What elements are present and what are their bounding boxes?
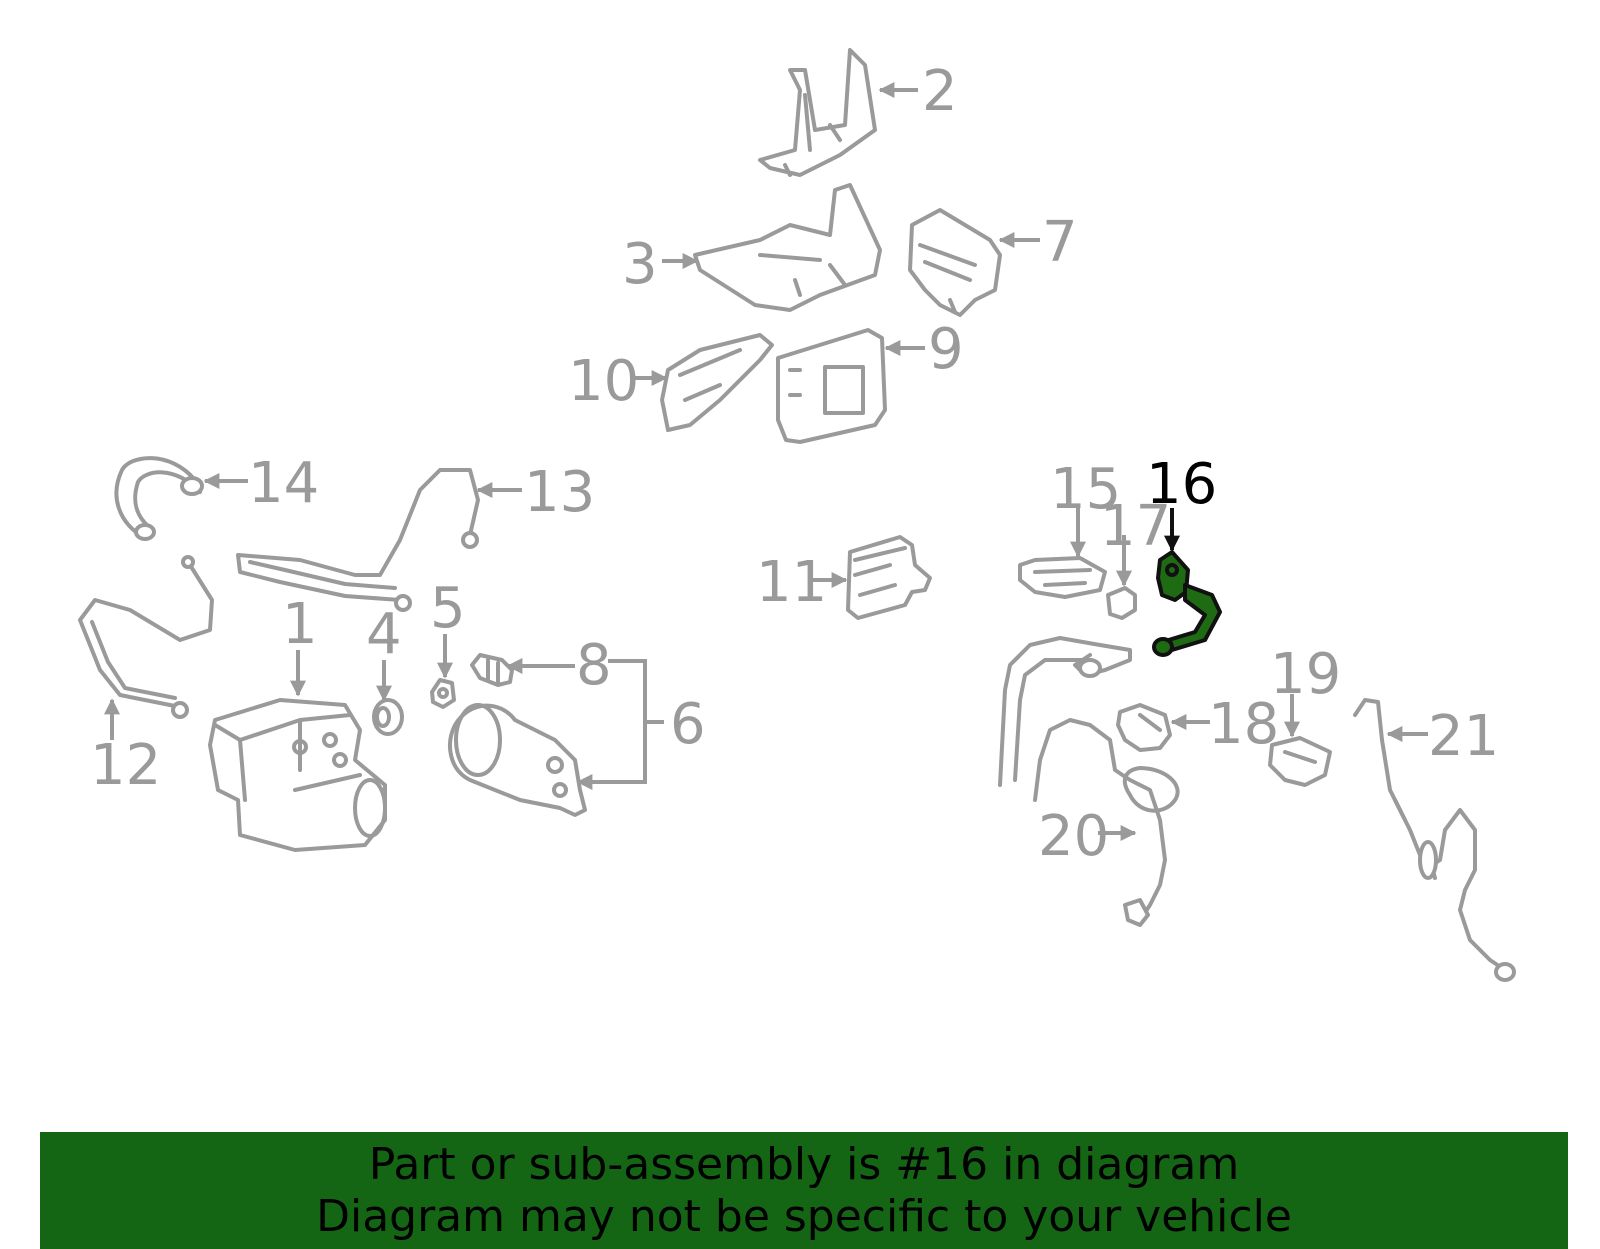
callout-label-18: 18 — [1208, 692, 1279, 757]
callout-13: 13 — [476, 460, 595, 525]
callout-20: 20 — [1038, 804, 1137, 869]
part-13-tube — [236, 468, 480, 612]
callout-label-19: 19 — [1270, 642, 1341, 707]
callout-label-21: 21 — [1428, 704, 1499, 769]
part-18-sensor — [1116, 703, 1172, 752]
callout-label-16: 16 — [1146, 452, 1217, 517]
part-11-relay-block — [846, 535, 932, 620]
callout-label-4: 4 — [366, 602, 402, 667]
callout-18: 18 — [1170, 692, 1279, 757]
callout-label-6: 6 — [670, 692, 706, 757]
callout-4: 4 — [366, 602, 402, 702]
part-9-control-module — [776, 328, 887, 444]
callout-label-11: 11 — [756, 550, 827, 615]
callout-label-7: 7 — [1042, 210, 1078, 275]
part-7-bracket — [908, 208, 1002, 317]
part-17-clip — [1106, 586, 1137, 620]
callout-5: 5 — [430, 576, 466, 679]
callout-1: 1 — [282, 592, 318, 697]
part-10-bracket — [660, 333, 774, 432]
callout-11: 11 — [756, 550, 848, 615]
part-8-sensor — [470, 653, 514, 687]
callout-8-6-bracket: 8 6 — [506, 633, 706, 790]
part-4-grommet — [372, 698, 404, 736]
banner-line-1: Part or sub-assembly is #16 in diagram — [368, 1138, 1240, 1190]
callout-label-20: 20 — [1038, 804, 1109, 869]
callout-21: 21 — [1386, 704, 1499, 769]
callout-label-1: 1 — [282, 592, 318, 657]
part-15-bracket — [1018, 556, 1107, 599]
part-16-sensor-highlighted[interactable] — [1152, 550, 1222, 657]
callout-label-5: 5 — [430, 576, 466, 641]
callout-17: 17 — [1100, 494, 1171, 587]
part-3-bracket — [693, 183, 882, 312]
part-5-fitting — [430, 678, 456, 709]
callout-label-2: 2 — [922, 59, 958, 124]
callout-label-3: 3 — [622, 232, 658, 297]
callout-16: 16 — [1146, 452, 1217, 552]
notice-banner: Part or sub-assembly is #16 in diagram D… — [40, 1132, 1568, 1249]
callout-label-10: 10 — [568, 349, 639, 414]
callout-7: 7 — [998, 210, 1078, 275]
callout-9: 9 — [884, 317, 964, 382]
callout-3: 3 — [622, 232, 699, 297]
callout-label-15: 15 — [1050, 457, 1121, 522]
callout-19: 19 — [1270, 642, 1341, 738]
callout-14: 14 — [203, 451, 319, 516]
part-6-pump-assembly — [448, 703, 587, 817]
callout-label-12: 12 — [90, 733, 161, 798]
callout-10: 10 — [568, 349, 668, 414]
callout-label-8: 8 — [576, 633, 612, 698]
part-19-bracket — [1268, 736, 1332, 787]
callout-label-9: 9 — [928, 317, 964, 382]
part-1-abs-unit — [208, 698, 387, 852]
callout-2: 2 — [878, 59, 958, 124]
part-12-tube — [78, 555, 214, 719]
part-21-harness — [1353, 698, 1516, 982]
banner-line-2: Diagram may not be specific to your vehi… — [316, 1190, 1292, 1242]
callout-label-14: 14 — [248, 451, 319, 516]
callout-label-13: 13 — [524, 460, 595, 525]
part-14-hose — [114, 456, 204, 541]
part-2-bracket — [758, 48, 877, 177]
part-20-harness — [998, 636, 1180, 927]
callout-15: 15 — [1050, 457, 1121, 558]
callout-label-17: 17 — [1100, 494, 1171, 559]
callout-12: 12 — [90, 698, 161, 798]
